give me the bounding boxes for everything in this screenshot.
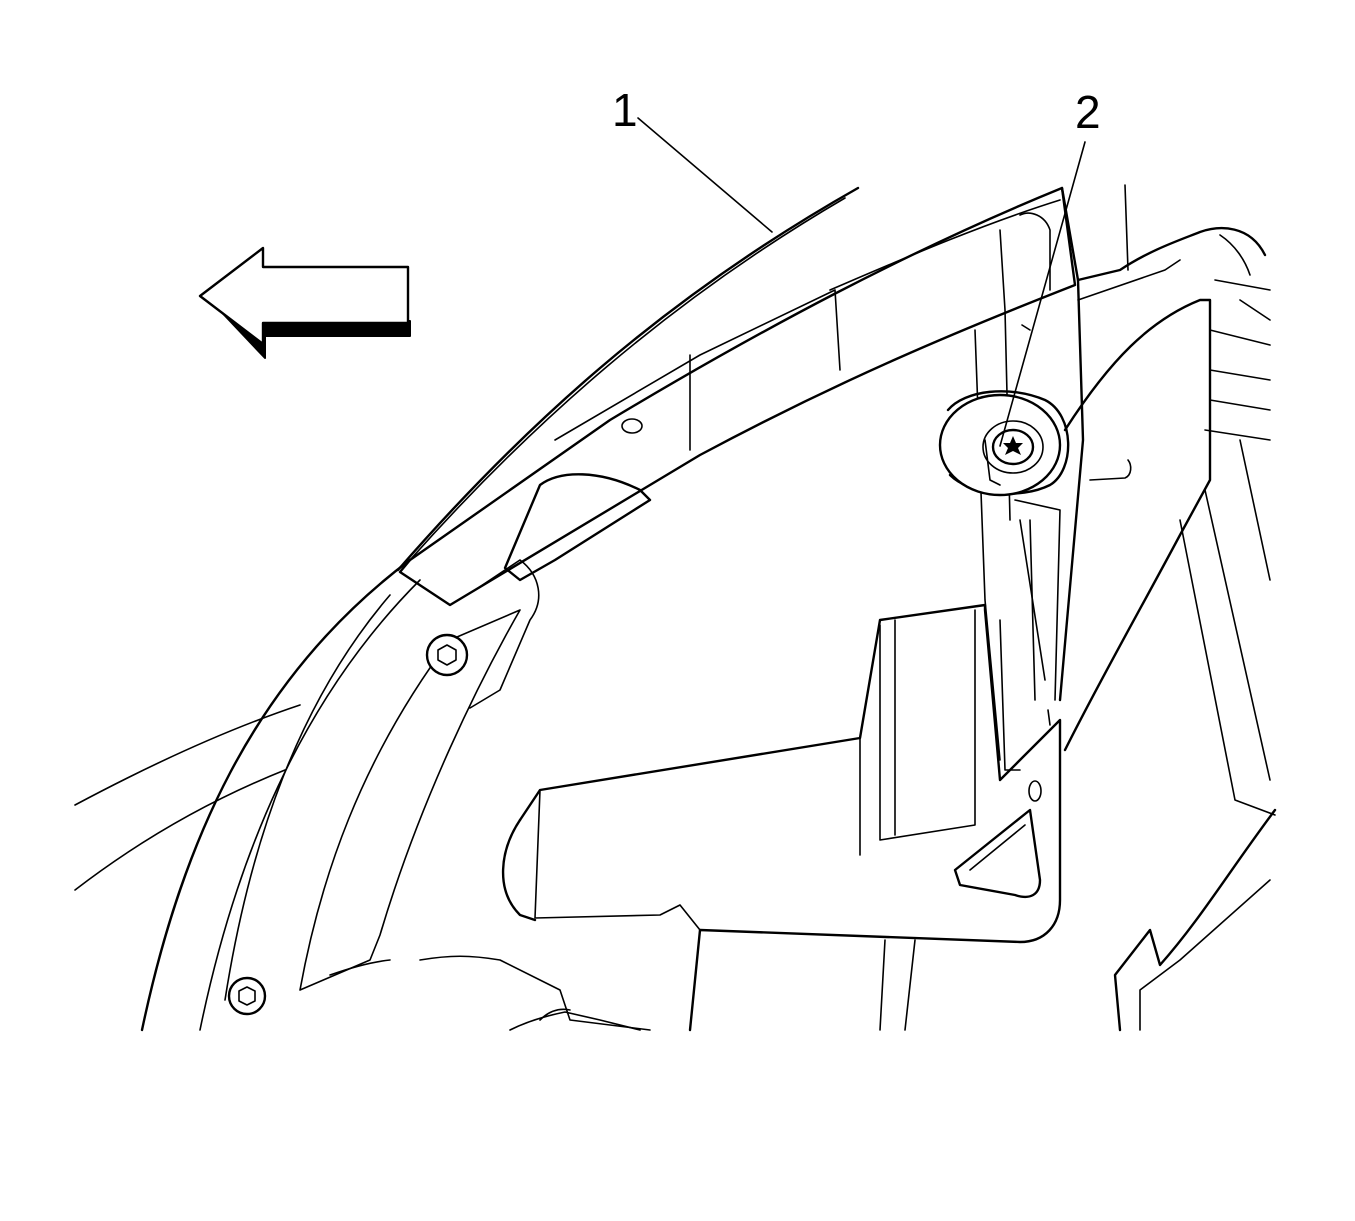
torx-screw-icon [938,390,1070,497]
callout-leader-2 [999,141,1086,447]
callout-label-2: 2 [1075,86,1101,138]
hex-bolt-icon [227,976,267,1016]
inner-panel [501,603,1062,1032]
callout-label-1: 1 [612,84,638,136]
fender-outline [74,558,421,1032]
callout-leader-1 [637,117,773,233]
hex-bolt-icon [425,633,469,677]
body-structure [1063,184,1277,1032]
left-arrow-icon [198,246,411,359]
lower-structure [509,939,916,1031]
